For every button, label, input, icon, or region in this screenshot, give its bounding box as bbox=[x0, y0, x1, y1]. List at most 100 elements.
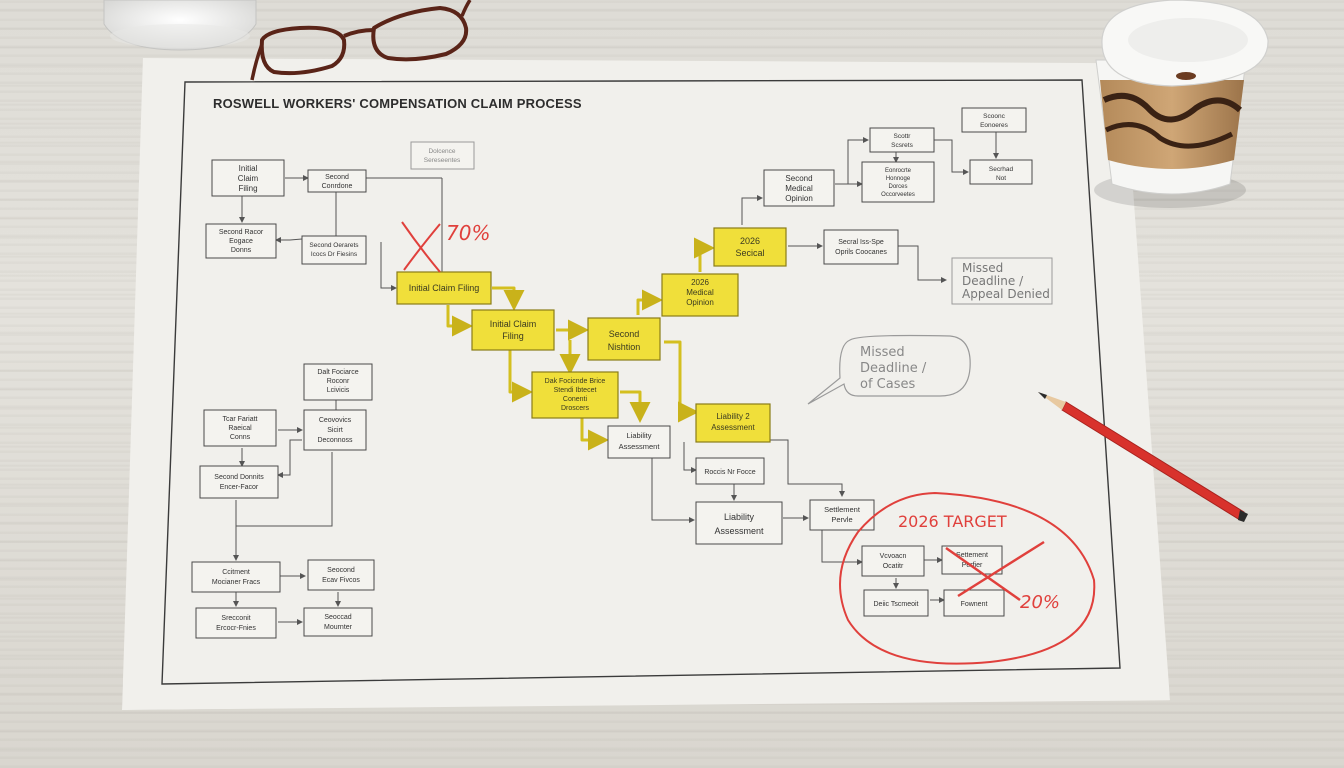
box-label: Settement bbox=[956, 552, 988, 559]
hl-label: Initial Claim Filing bbox=[409, 283, 480, 293]
hl-label: 2026 bbox=[691, 278, 709, 287]
appeal-note-line: Appeal Denied bbox=[962, 287, 1050, 301]
box-label: Seocond bbox=[327, 567, 355, 574]
hl-label: Initial Claim bbox=[490, 319, 537, 329]
box-label: Roconr bbox=[327, 378, 350, 385]
appeal-note-line: Deadline / bbox=[962, 274, 1024, 288]
box-srecconit bbox=[195, 607, 277, 639]
box-second-racor bbox=[205, 223, 277, 259]
box-label: Sicirt bbox=[327, 427, 343, 434]
box-tcar-fariatt bbox=[203, 409, 277, 447]
hl-label: Second bbox=[609, 329, 640, 339]
box-label: Fownent bbox=[961, 601, 988, 608]
box-vcvoacn bbox=[861, 545, 925, 577]
hl-label: Droscers bbox=[561, 405, 590, 412]
hl-label: Secical bbox=[735, 248, 764, 258]
box-label: Second bbox=[785, 174, 812, 183]
box-scoonc bbox=[961, 107, 1027, 133]
percent-70-label: 70% bbox=[446, 221, 490, 245]
box-dalt-fociarce bbox=[303, 363, 373, 401]
box-secrhad bbox=[969, 159, 1033, 185]
box-label: Second Oerarets bbox=[309, 242, 359, 249]
target-label: 2026 TARGET bbox=[898, 512, 1007, 531]
box-label: Dolcence bbox=[428, 148, 455, 155]
box-second-oerarets bbox=[301, 235, 367, 265]
box-label: Sereseentes bbox=[424, 157, 461, 164]
box-label: Ecav Fivcos bbox=[322, 577, 360, 584]
box-label: Filing bbox=[238, 184, 257, 193]
hl-label: Filing bbox=[502, 331, 524, 341]
box-label: Deconnoss bbox=[317, 437, 353, 444]
box-label: Conrdone bbox=[322, 183, 353, 190]
box-liability-assessment-2 bbox=[695, 501, 783, 545]
hl-label: Liability 2 bbox=[716, 412, 750, 421]
box-label: Secrhad bbox=[989, 166, 1014, 173]
missed-deadline-speech-bubble: Missed Deadline / of Cases bbox=[807, 334, 971, 405]
box-label: Seoccad bbox=[324, 614, 351, 621]
mug-icon bbox=[103, 0, 257, 51]
box-label: Scottr bbox=[894, 133, 912, 140]
red-x-70-percent: 70% bbox=[401, 221, 490, 273]
document-title: ROSWELL WORKERS' COMPENSATION CLAIM PROC… bbox=[213, 96, 582, 111]
hl-label: Conenti bbox=[563, 396, 588, 403]
box-label: Claim bbox=[238, 174, 259, 183]
hl-label: Opinion bbox=[686, 298, 714, 307]
box-label: Ccitment bbox=[222, 569, 250, 576]
box-label: Second bbox=[325, 174, 349, 181]
box-secral bbox=[823, 229, 899, 265]
box-scottr bbox=[869, 127, 935, 153]
hl-label: Medical bbox=[686, 288, 714, 297]
box-liability-assessment-1 bbox=[607, 425, 671, 459]
box-label: Scsrets bbox=[891, 142, 913, 149]
hl-liability-2-assessment bbox=[695, 403, 771, 443]
box-label: Medical bbox=[785, 184, 813, 193]
box-label: Vcvoacn bbox=[880, 553, 907, 560]
box-label: Honnoge bbox=[886, 176, 911, 182]
box-seoccad bbox=[303, 607, 373, 637]
box-label: Roccis Nr Focce bbox=[704, 469, 755, 476]
hl-initial-claim-filing bbox=[396, 271, 492, 305]
box-fownent bbox=[943, 589, 1005, 617]
hl-label: 2026 bbox=[740, 236, 760, 246]
box-label: Liability bbox=[724, 512, 755, 522]
box-label: Ceovovics bbox=[319, 417, 352, 424]
box-ccitment bbox=[191, 561, 281, 593]
coffee-cup-icon bbox=[1094, 0, 1269, 208]
box-label: Encer-Facor bbox=[220, 484, 259, 491]
box-label: Secral Iss-Spe bbox=[838, 239, 884, 246]
box-label: Srecconit bbox=[221, 615, 250, 622]
box-label: Tcar Fariatt bbox=[222, 416, 257, 423]
highlighted-box-labels: Initial Claim Filing Initial Claim Filin… bbox=[409, 236, 765, 432]
box-dolcence bbox=[410, 141, 475, 170]
box-eonrocrte bbox=[861, 161, 935, 203]
box-label: Deiic Tscmeoit bbox=[874, 601, 919, 608]
box-label: Ercocr-Fnies bbox=[216, 625, 256, 632]
box-label: Ocatitr bbox=[883, 563, 904, 570]
box-label: Mocianer Fracs bbox=[212, 579, 261, 586]
bubble-line: Missed bbox=[860, 345, 905, 360]
box-label: Icocs Dr Fiesins bbox=[311, 251, 358, 258]
box-settement-perfier bbox=[941, 545, 1003, 575]
connector-lines bbox=[233, 132, 999, 625]
box-deiic bbox=[863, 589, 929, 617]
box-label: Oprils Coocanes bbox=[835, 249, 887, 256]
percent-20-label: 20% bbox=[1020, 592, 1060, 613]
box-label: Second Racor bbox=[219, 229, 264, 236]
box-label: Dalt Fociarce bbox=[317, 369, 358, 376]
box-label: Opinion bbox=[785, 194, 813, 203]
appeal-note-line: Missed bbox=[962, 261, 1003, 275]
box-label: Mournter bbox=[324, 624, 353, 631]
hl-initial-claim-filing-2 bbox=[471, 309, 555, 351]
flow-boxes bbox=[191, 107, 1033, 639]
hl-label: Dak Focicnde Brice bbox=[545, 378, 606, 385]
box-roccis bbox=[695, 457, 765, 485]
box-label: Initial bbox=[239, 164, 258, 173]
highlighted-boxes bbox=[396, 227, 787, 443]
box-label: Eonoeres bbox=[980, 122, 1009, 129]
box-label: Settlement bbox=[824, 505, 861, 514]
box-label: Dorces bbox=[888, 184, 907, 190]
eyeglasses-icon bbox=[250, 0, 472, 81]
box-initial-claim-filing bbox=[211, 159, 285, 197]
hl-dak-focicnde bbox=[531, 371, 619, 419]
